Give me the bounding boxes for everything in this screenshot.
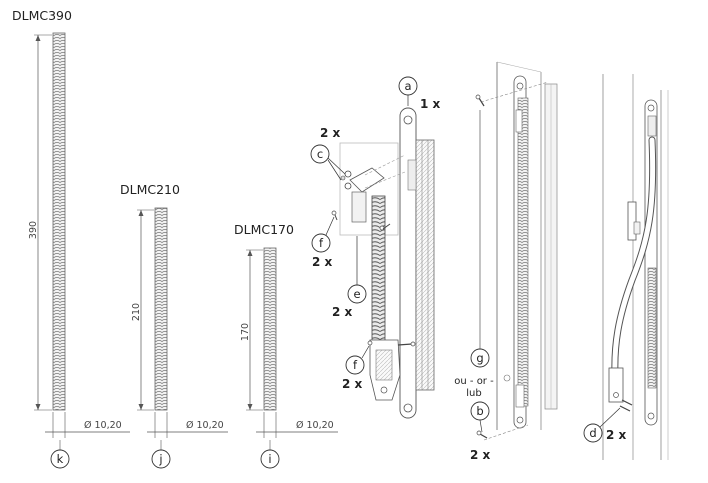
- alt-note-line2: lub: [466, 388, 481, 399]
- hose-dlmc390: DLMC390 390 Ø 10,20 k: [12, 8, 130, 469]
- callout-f2-letter: f: [353, 358, 358, 372]
- alt-note-line1: ou - or -: [454, 376, 494, 387]
- callout-c-letter: c: [317, 147, 323, 161]
- exploded-assembly: a 1 x 2 x c f 2 x e 2 x: [310, 76, 441, 419]
- callout-b-qty: 2 x: [470, 448, 491, 462]
- callout-g-circle: [470, 348, 490, 368]
- callout-a-qty: 1 x: [420, 97, 441, 111]
- hose-body: [52, 32, 66, 411]
- detail-box: [339, 142, 399, 236]
- callout-f2-circle: [345, 355, 365, 375]
- hose-dlmc210: DLMC210 210 Ø 10,20 j: [120, 182, 228, 469]
- hose-body: [263, 247, 277, 411]
- callout-d-circle: [583, 423, 603, 443]
- callout-letter: i: [268, 452, 271, 466]
- length-label: 170: [240, 323, 251, 341]
- hose-dlmc170: DLMC170 170 Ø 10,20 i: [234, 222, 338, 469]
- callout-b-letter: b: [476, 404, 483, 418]
- length-label: 390: [28, 221, 39, 239]
- callout-circle: [260, 449, 280, 469]
- length-label: 210: [131, 303, 142, 321]
- callout-f1-circle: [311, 233, 331, 253]
- model-label: DLMC170: [234, 222, 294, 237]
- callout-circle: [151, 449, 171, 469]
- callout-circle: [50, 449, 70, 469]
- callout-g-letter: g: [476, 351, 483, 365]
- final-view: d 2 x: [583, 74, 669, 460]
- callout-a-letter: a: [404, 79, 411, 93]
- callout-letter: j: [158, 452, 162, 466]
- callout-d-qty: 2 x: [606, 428, 627, 442]
- hose-body: [154, 207, 168, 411]
- installed-view: g ou - or - lub b 2 x: [454, 61, 558, 462]
- rail-plate: [399, 107, 417, 419]
- callout-f1-letter: f: [319, 236, 324, 250]
- diameter-label: Ø 10,20: [186, 420, 224, 431]
- model-label: DLMC390: [12, 8, 72, 23]
- callout-d-letter: d: [589, 426, 596, 440]
- callout-f1-qty: 2 x: [312, 255, 333, 269]
- diameter-label: Ø 10,20: [84, 420, 122, 431]
- callout-e-letter: e: [353, 287, 360, 301]
- callout-letter: k: [57, 452, 64, 466]
- callout-f2-qty: 2 x: [342, 377, 363, 391]
- callout-e-qty: 2 x: [332, 305, 353, 319]
- callout-c-qty: 2 x: [320, 126, 341, 140]
- callout-c-circle: [310, 144, 330, 164]
- diameter-label: Ø 10,20: [296, 420, 334, 431]
- model-label: DLMC210: [120, 182, 180, 197]
